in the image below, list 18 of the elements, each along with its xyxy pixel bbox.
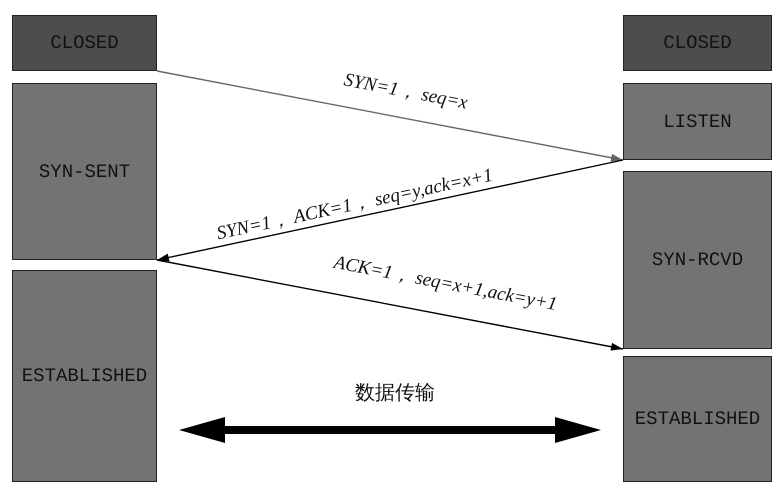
state-label: LISTEN	[663, 110, 732, 132]
state-label: ESTABLISHED	[634, 408, 760, 430]
state-label: SYN-RCVD	[652, 249, 744, 271]
state-box	[623, 356, 772, 482]
state-box	[12, 270, 157, 482]
state-box	[12, 15, 157, 71]
arrow	[156, 70, 624, 162]
state-box	[623, 171, 772, 349]
arrow	[156, 159, 624, 262]
state-label: SYN-SENT	[38, 160, 130, 182]
arrow	[156, 259, 624, 351]
state-label: CLOSED	[50, 32, 119, 54]
double-arrow	[179, 417, 601, 444]
state-label: ESTABLISHED	[22, 365, 148, 387]
state-box	[12, 83, 157, 260]
state-box	[623, 83, 772, 160]
state-label: CLOSED	[663, 32, 732, 54]
state-box	[623, 15, 772, 71]
